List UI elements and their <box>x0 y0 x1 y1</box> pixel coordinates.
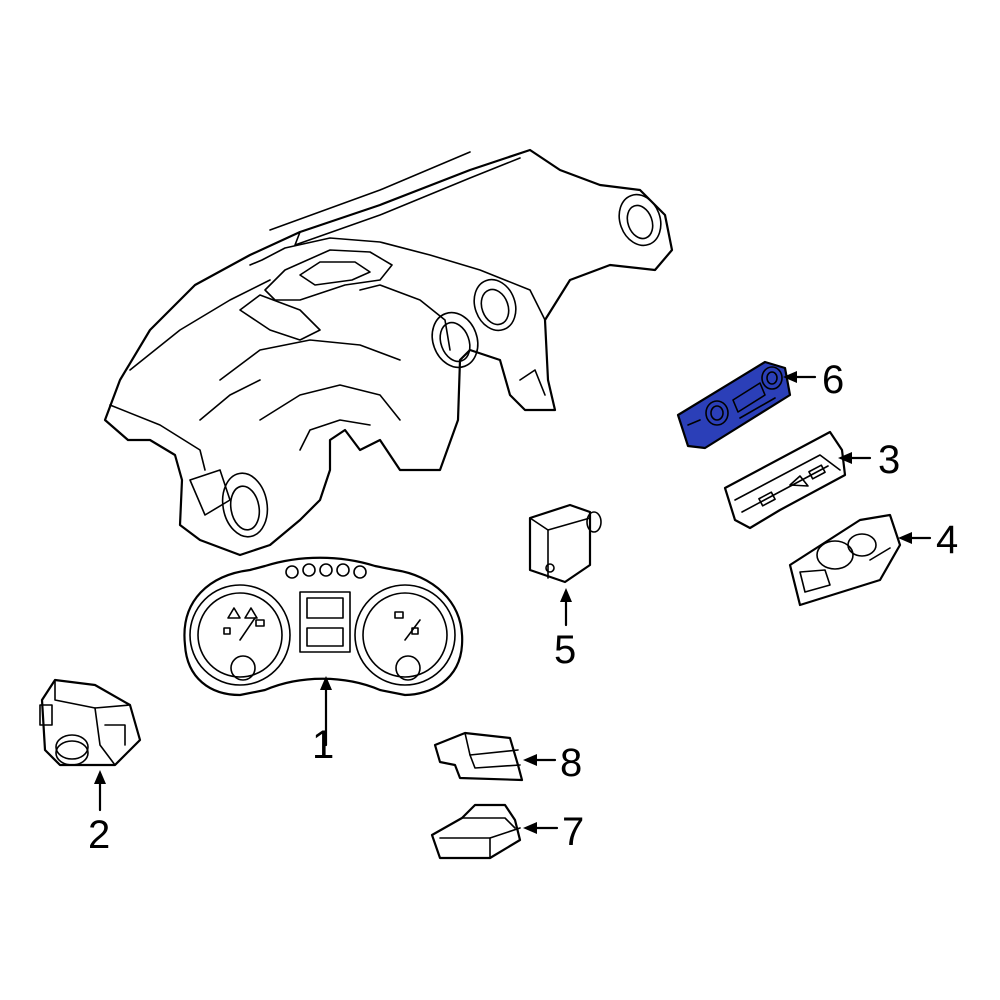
part-4-control-unit <box>788 513 932 607</box>
callout-5: 5 <box>554 628 576 672</box>
part-7-module <box>430 803 559 860</box>
callout-3: 3 <box>878 438 900 482</box>
part-5-switch <box>528 503 602 627</box>
callout-4: 4 <box>936 518 958 562</box>
part-3-switch-panel <box>723 430 872 530</box>
part-2-headlamp-switch <box>39 678 142 812</box>
instrument-panel-outline <box>103 148 674 557</box>
callout-7: 7 <box>562 810 584 854</box>
part-1-instrument-cluster <box>183 556 464 747</box>
callout-1: 1 <box>312 723 334 767</box>
part-6-climate-control-highlighted <box>676 360 817 450</box>
callout-6: 6 <box>822 358 844 402</box>
part-8-bracket <box>433 731 557 782</box>
callout-8: 8 <box>560 741 582 785</box>
callout-2: 2 <box>88 813 110 857</box>
